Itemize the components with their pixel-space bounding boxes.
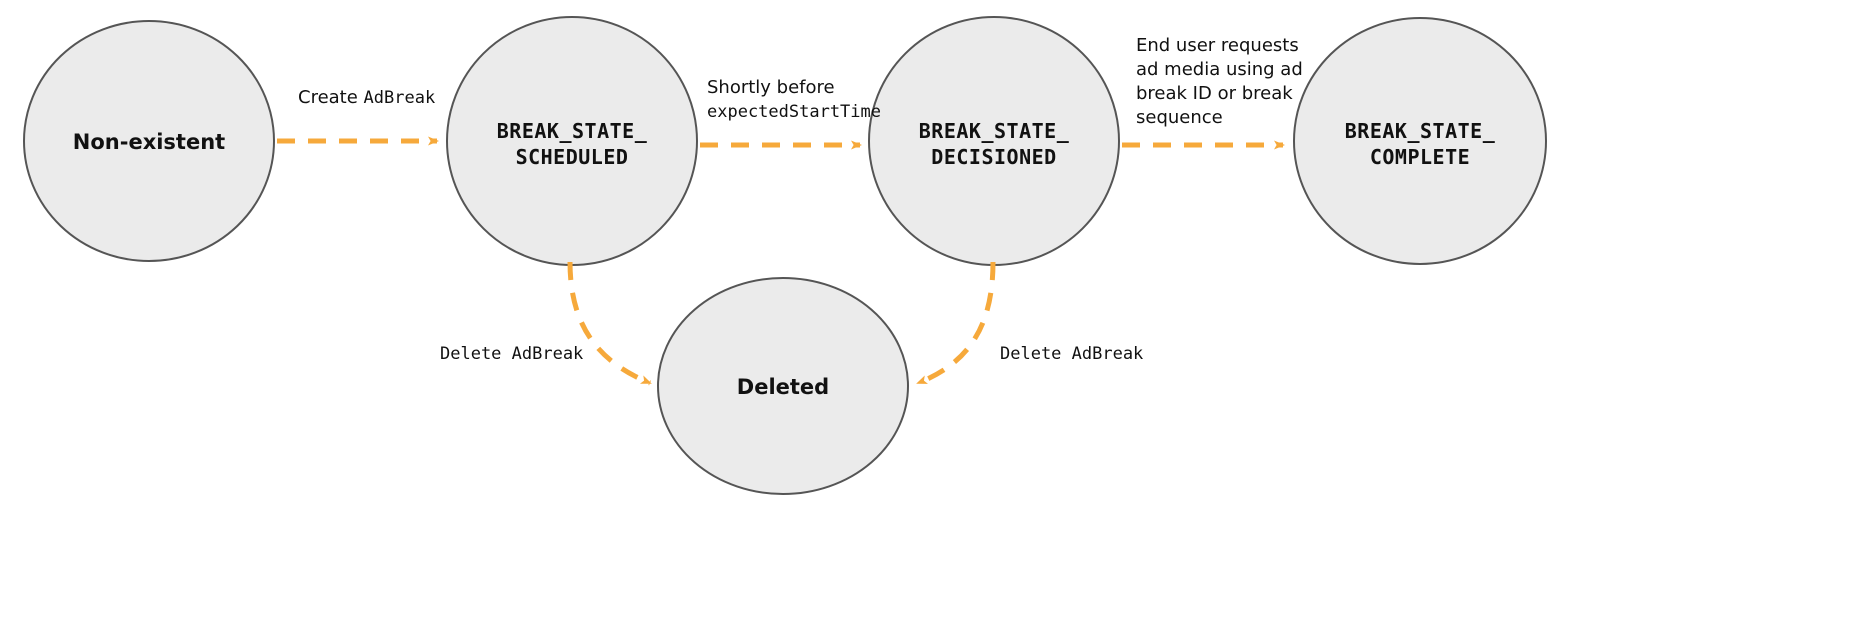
edge-label-delete-adbreak-from-decisioned: Delete AdBreak bbox=[1000, 343, 1143, 366]
edge-label-create-adbreak: Create AdBreak bbox=[298, 86, 435, 110]
edge-label-segment: Delete AdBreak bbox=[1000, 344, 1144, 364]
edge-label-shortly-before-expected-start-time: Shortly before expectedStartTime bbox=[707, 76, 881, 124]
edge-label-segment: ad media using ad bbox=[1136, 58, 1303, 80]
node-deleted[interactable] bbox=[657, 277, 909, 495]
edge-delete-adbreak-from-decisioned bbox=[916, 261, 996, 386]
node-break-state-decisioned[interactable] bbox=[868, 16, 1120, 266]
edge-label-segment: sequence bbox=[1136, 106, 1223, 128]
edge-label-segment: AdBreak bbox=[363, 88, 436, 108]
edge-label-segment: Shortly before bbox=[707, 77, 835, 98]
node-break-state-complete[interactable] bbox=[1293, 17, 1547, 265]
edge-delete-adbreak-from-scheduled bbox=[567, 261, 652, 386]
edge-label-segment: break ID or break bbox=[1136, 82, 1293, 104]
edge-label-end-user-requests-ad-media: End user requests ad media using ad brea… bbox=[1136, 34, 1306, 130]
node-break-state-scheduled[interactable] bbox=[446, 16, 698, 266]
node-non-existent[interactable] bbox=[23, 20, 275, 262]
edge-label-delete-adbreak-from-scheduled: Delete AdBreak bbox=[440, 343, 583, 366]
edge-label-segment: expectedStartTime bbox=[707, 101, 881, 122]
edge-label-segment: End user requests bbox=[1136, 35, 1299, 56]
edge-label-segment: Delete AdBreak bbox=[440, 344, 584, 364]
edge-label-segment: Create bbox=[298, 87, 364, 108]
